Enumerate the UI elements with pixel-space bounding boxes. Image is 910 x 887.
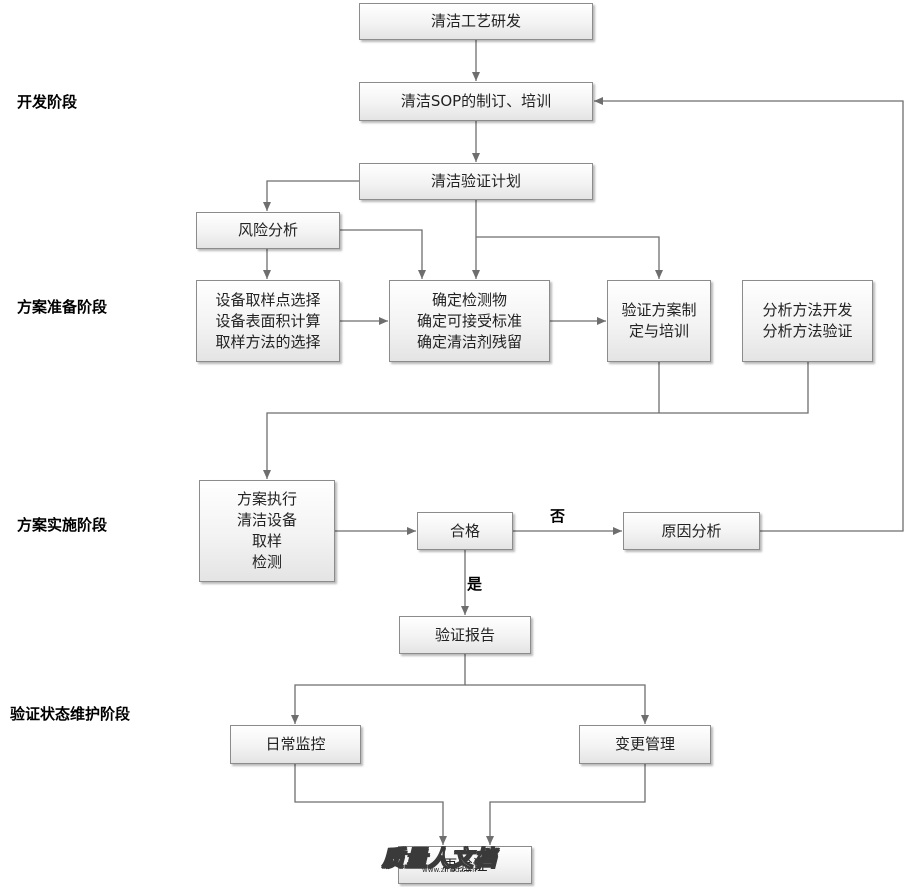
node-sop: 清洁SOP的制订、培训 (359, 82, 593, 121)
edge-cause-sop (594, 97, 904, 532)
edge-report-split (291, 654, 466, 724)
node-text-line: 分析方法验证 (762, 322, 853, 340)
node-detect: 确定检测物确定可接受标准确定清洁剂残留 (389, 280, 550, 362)
edge-report-change (465, 684, 649, 724)
node-text-line: 风险分析 (237, 221, 298, 239)
branch-label-no: 否 (550, 507, 566, 525)
node-text-line: 合格 (449, 521, 480, 540)
node-change: 变更管理 (579, 725, 711, 764)
node-text-line: 检测 (251, 553, 282, 571)
node-monitor: 日常监控 (230, 725, 361, 764)
node-text-line: 取样 (251, 532, 282, 550)
node-text-line: 设备取样点选择 (215, 290, 321, 309)
node-text-line: 分析方法开发 (762, 301, 853, 319)
node-report: 验证报告 (399, 616, 531, 654)
node-text-line: 清洁工艺研发 (430, 12, 521, 30)
node-text-line: 原因分析 (661, 521, 722, 540)
node-sampling: 设备取样点选择设备表面积计算取样方法的选择 (196, 280, 340, 362)
node-plan: 清洁验证计划 (359, 163, 593, 200)
stage-label-exec: 方案实施阶段 (17, 516, 108, 534)
node-text-line: 验证报告 (434, 625, 495, 644)
edge-monitor-reval (294, 764, 447, 845)
stage-label-maint: 验证状态维护阶段 (10, 705, 131, 723)
node-protocol: 验证方案制定与培训 (607, 280, 711, 362)
node-text-line: 再验证 (442, 855, 488, 874)
node-execute: 方案执行清洁设备取样检测 (199, 480, 335, 582)
edge-plan-risk (263, 180, 359, 211)
node-risk: 风险分析 (196, 212, 340, 249)
stage-label-plan: 方案准备阶段 (17, 298, 108, 316)
node-research: 清洁工艺研发 (359, 3, 593, 40)
node-text-line: 取样方法的选择 (215, 332, 321, 351)
node-text-line: 清洁设备 (236, 511, 297, 529)
node-method: 分析方法开发分析方法验证 (742, 280, 873, 362)
node-cause: 原因分析 (623, 512, 760, 550)
node-text-line: 方案执行 (236, 490, 297, 508)
node-text-line: 验证方案制 (621, 301, 697, 319)
node-text-line: 日常监控 (265, 735, 326, 753)
node-text-line: 清洁验证计划 (430, 172, 521, 190)
node-text-line: 确定可接受标准 (416, 311, 522, 330)
node-text-line: 确定检测物 (431, 290, 507, 309)
node-text-line: 清洁SOP的制订、培训 (400, 92, 552, 110)
edge-change-reval (486, 764, 646, 845)
node-qualified: 合格 (417, 512, 513, 550)
node-text-line: 确定清洁剂残留 (416, 332, 522, 351)
edge-method-merge (263, 362, 809, 479)
node-text-line: 定与培训 (628, 322, 689, 340)
node-text-line: 设备表面积计算 (215, 311, 321, 330)
edge-risk-detect (340, 229, 426, 279)
branch-label-yes: 是 (467, 575, 483, 593)
node-text-line: 变更管理 (614, 735, 675, 753)
node-reval: 再验证 (398, 846, 532, 884)
edge-plan-protocol (476, 236, 663, 279)
stage-label-dev: 开发阶段 (17, 93, 78, 111)
